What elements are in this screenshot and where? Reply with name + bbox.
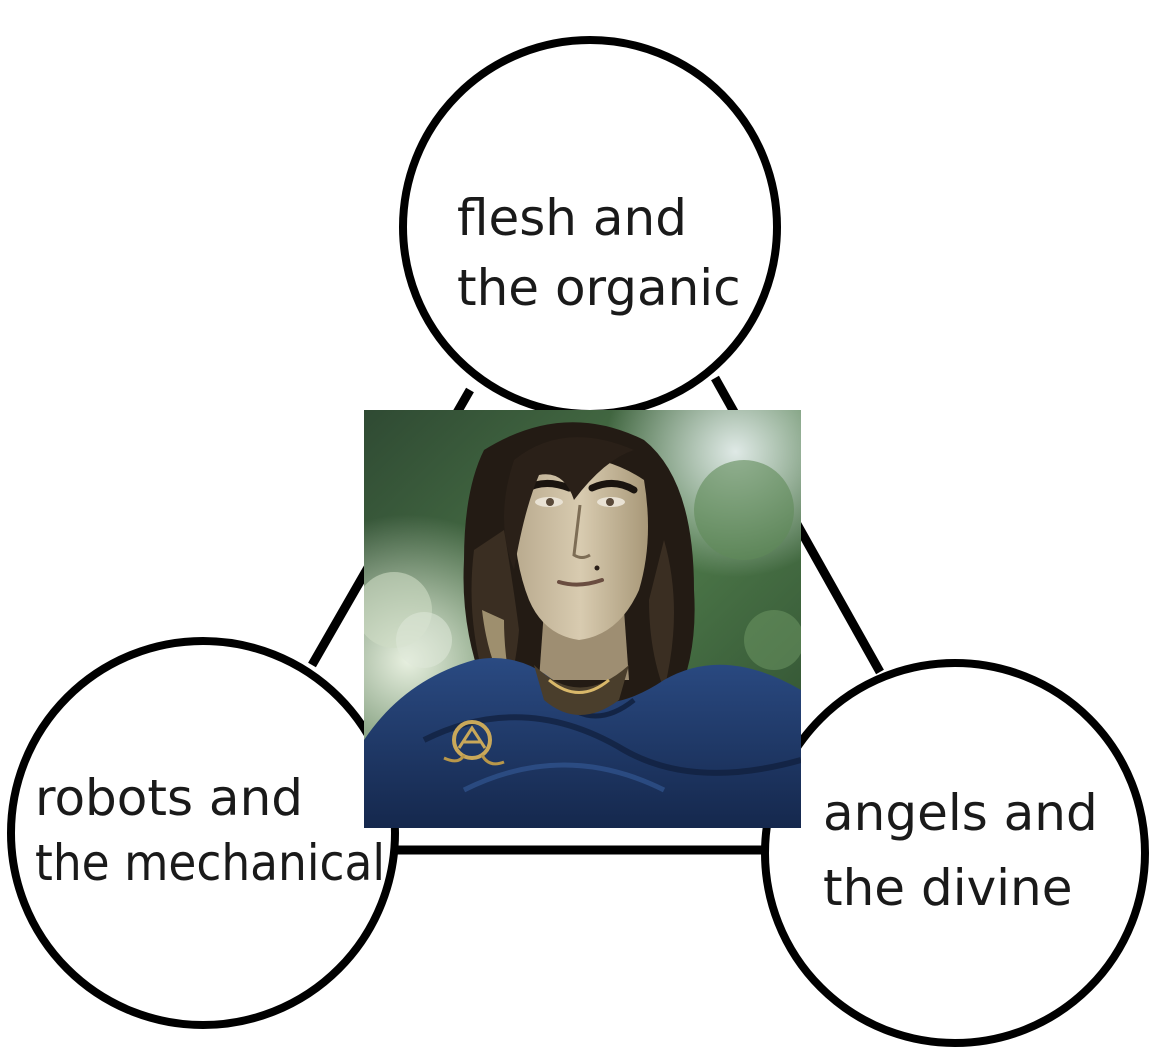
node-right: angels and the divine — [761, 659, 1149, 1047]
node-right-label-line1: angels and — [823, 784, 1098, 842]
node-left: robots and the mechanical — [7, 637, 399, 1029]
node-top-label-line1: flesh and — [457, 189, 687, 247]
node-left-label-line2: the mechanical — [35, 834, 385, 892]
node-left-label-line1: robots and — [35, 769, 303, 827]
portrait-illustration — [364, 410, 801, 828]
node-left-circle — [7, 637, 399, 1029]
node-right-circle — [761, 659, 1149, 1047]
node-top-label-line2: the organic — [457, 259, 741, 317]
portrait-image — [364, 410, 801, 828]
node-top: flesh and the organic — [399, 36, 781, 418]
brooch-icon — [443, 720, 505, 766]
node-right-label-line2: the divine — [823, 859, 1073, 917]
